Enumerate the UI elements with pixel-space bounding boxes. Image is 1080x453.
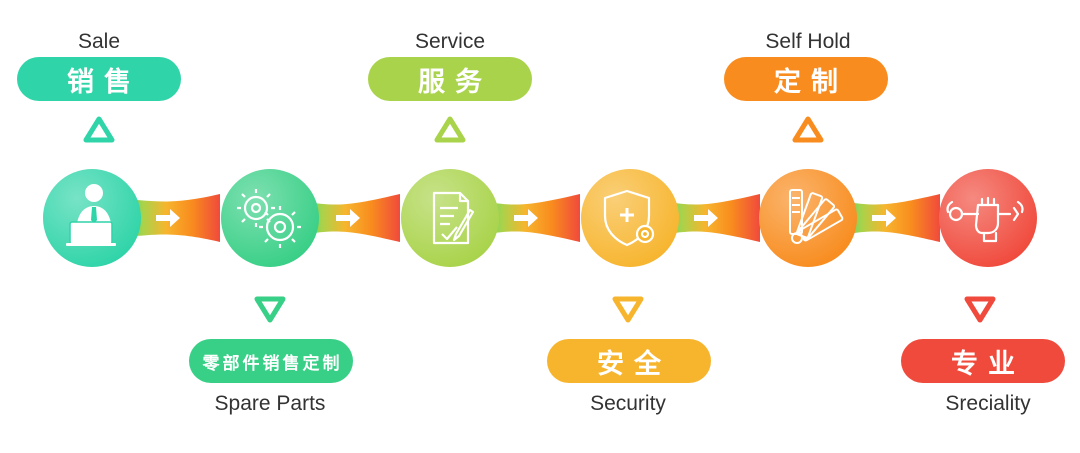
- arrow-right-icon: [514, 209, 538, 227]
- step-circle-security: [581, 169, 679, 267]
- arrow-right-icon: [872, 209, 896, 227]
- triangle-down-icon: [964, 296, 996, 323]
- pill-cn-self-hold: 定制: [724, 57, 888, 101]
- label-en-sreciality: Sreciality: [945, 392, 1031, 415]
- document-sign-icon: [432, 191, 475, 245]
- pill-cn-sale: 销售: [17, 57, 181, 101]
- arrow-right-icon: [336, 209, 360, 227]
- label-en-sale: Sale: [77, 30, 121, 53]
- label-en-self-hold: Self Hold: [765, 30, 851, 53]
- label-en-security: Security: [590, 392, 666, 415]
- shield-gear-icon: [603, 189, 655, 247]
- businessman-laptop-icon: [66, 184, 116, 246]
- color-swatch-fan-icon: [789, 189, 844, 244]
- triangle-up-icon: [83, 116, 115, 143]
- triangle-up-icon: [792, 116, 824, 143]
- gears-icon: [237, 189, 301, 248]
- pill-cn-service: 服务: [368, 57, 532, 101]
- label-en-spare-parts: Spare Parts: [214, 392, 326, 415]
- arrow-right-icon: [694, 209, 718, 227]
- arrow-right-icon: [156, 209, 180, 227]
- step-circle-sreciality: [939, 169, 1037, 267]
- pill-cn-spare-parts: 零部件销售定制: [189, 339, 353, 383]
- triangle-up-icon: [434, 116, 466, 143]
- step-circle-service: [401, 169, 499, 267]
- pill-cn-security: 安全: [547, 339, 711, 383]
- fist-wrench-icon: [946, 196, 1024, 243]
- pill-cn-sreciality: 专业: [901, 339, 1065, 383]
- triangle-down-icon: [254, 296, 286, 323]
- label-en-service: Service: [414, 30, 486, 53]
- triangle-down-icon: [612, 296, 644, 323]
